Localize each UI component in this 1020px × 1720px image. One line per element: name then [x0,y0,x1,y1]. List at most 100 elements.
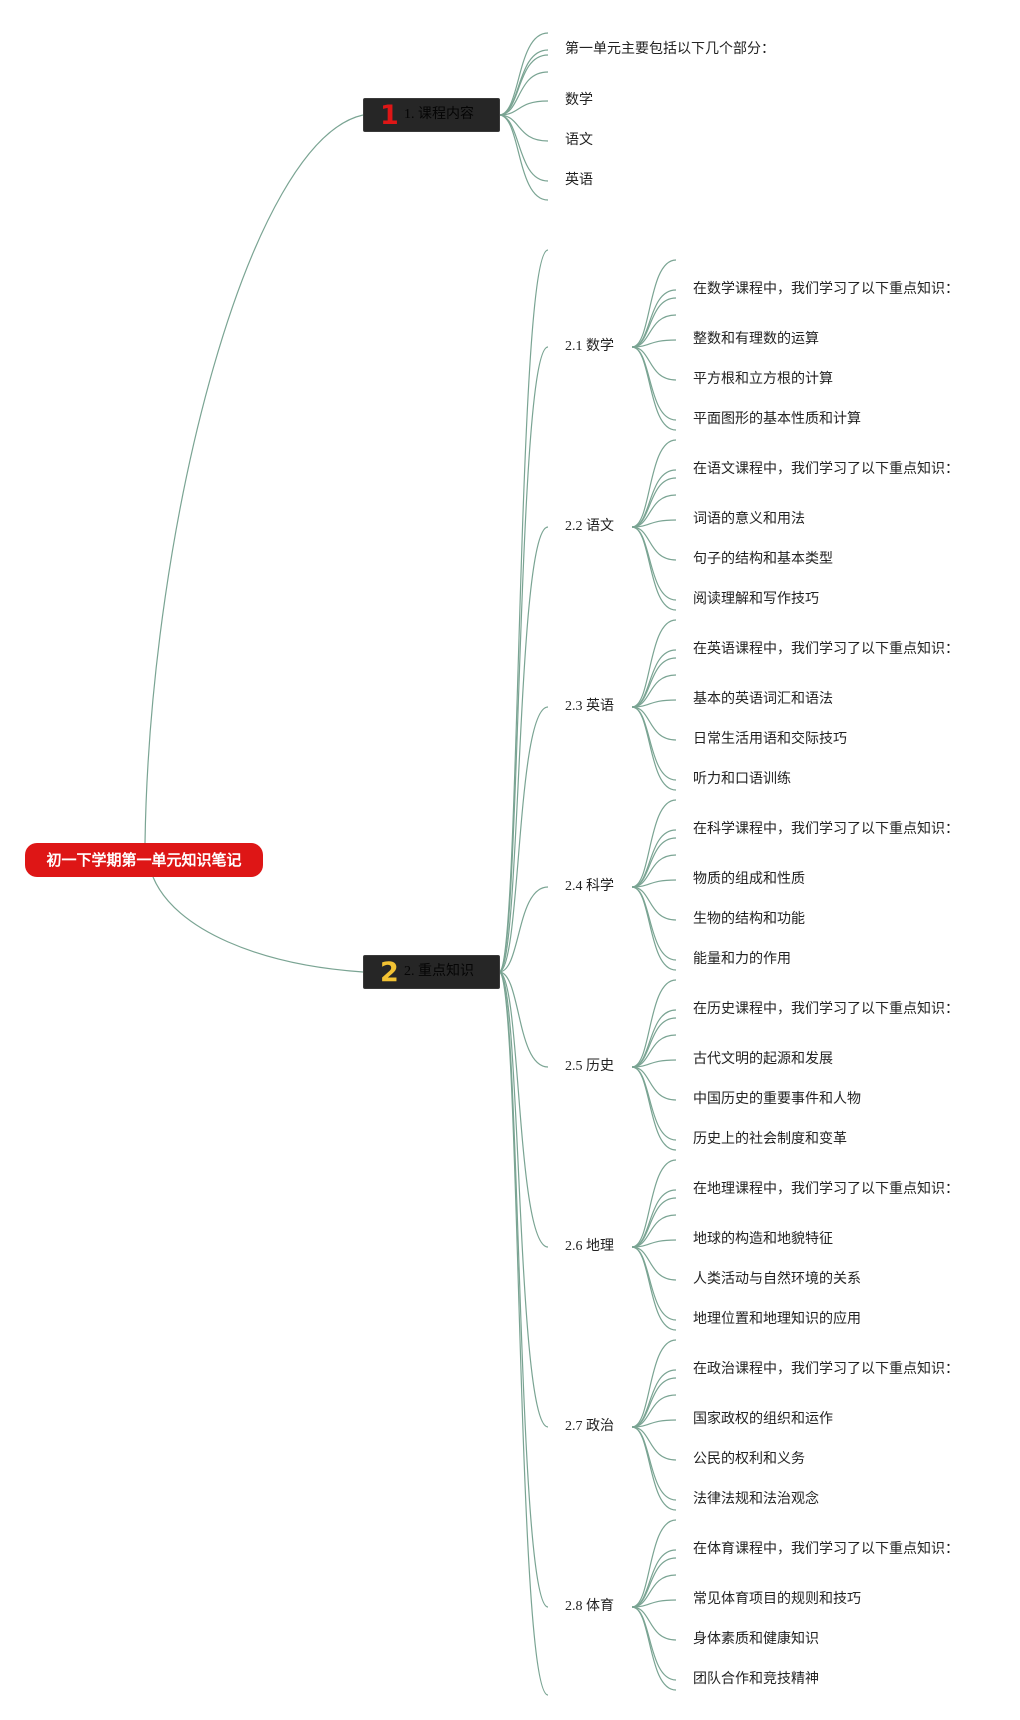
section-link-item [631,1426,677,1501]
knowledge-item[interactable]: 国家政权的组织和运作 [693,1412,833,1427]
course-item[interactable]: 英语 [565,173,593,188]
branch2-link-section [498,526,549,973]
section-fan-line [631,259,677,348]
section-link-item [631,1239,677,1248]
section-intro[interactable]: 在政治课程中，我们学习了以下重点知识： [693,1362,959,1377]
knowledge-item[interactable]: 阅读理解和写作技巧 [693,592,819,607]
branch-node-key-knowledge[interactable]: 2 2. 重点知识 [363,955,500,989]
branch2-link-section [498,971,549,1248]
knowledge-item[interactable]: 词语的意义和用法 [693,512,805,527]
section-node[interactable]: 2.1 数学 [565,339,614,354]
section-fan-line [631,1519,677,1608]
section-fan-line [631,1159,677,1248]
knowledge-item[interactable]: 常见体育项目的规则和技巧 [693,1592,861,1607]
knowledge-item[interactable]: 日常生活用语和交际技巧 [693,732,847,747]
section-fan-line [631,314,677,348]
knowledge-item[interactable]: 句子的结构和基本类型 [693,552,833,567]
section-fan-line [631,1574,677,1608]
knowledge-item[interactable]: 听力和口语训练 [693,772,791,787]
section-link-item [631,346,677,421]
branch-label: 2. 重点知识 [404,964,474,979]
section-fan-line [631,494,677,528]
branch2-link-section [498,346,549,973]
knowledge-item[interactable]: 团队合作和竞技精神 [693,1672,819,1687]
branch1-link-item [498,100,549,116]
branch2-link-section [498,886,549,973]
section-node[interactable]: 2.6 地理 [565,1239,614,1254]
knowledge-item[interactable]: 地球的构造和地貌特征 [693,1232,833,1247]
section-link-item [631,346,677,381]
section-link-item [631,1059,677,1068]
knowledge-item[interactable]: 物质的组成和性质 [693,872,805,887]
section-link-item [631,526,677,561]
knowledge-item[interactable]: 人类活动与自然环境的关系 [693,1272,861,1287]
branch1-fan-line [498,32,549,116]
section-link-item [631,706,677,741]
section-intro[interactable]: 在语文课程中，我们学习了以下重点知识： [693,462,959,477]
knowledge-item[interactable]: 中国历史的重要事件和人物 [693,1092,861,1107]
knowledge-item[interactable]: 古代文明的起源和发展 [693,1052,833,1067]
section-link-item [631,1066,677,1101]
section-link-item [631,339,677,348]
branch2-fan-line [498,971,549,1696]
root-to-branch2-line [152,876,364,973]
section-link-item [631,1419,677,1428]
section-fan-line [631,1339,677,1428]
knowledge-item[interactable]: 法律法规和法治观念 [693,1492,819,1507]
section-fan-line [631,1034,677,1068]
branch2-fan-line [498,249,549,973]
branch2-link-section [498,706,549,973]
knowledge-item[interactable]: 生物的结构和功能 [693,912,805,927]
section-fan-line [631,886,677,971]
section-intro[interactable]: 在英语课程中，我们学习了以下重点知识： [693,642,959,657]
section-fan-line [631,526,677,611]
course-item[interactable]: 语文 [565,133,593,148]
section-link-item [631,1246,677,1321]
knowledge-item[interactable]: 地理位置和地理知识的应用 [693,1312,861,1327]
section-node[interactable]: 2.5 历史 [565,1059,614,1074]
section-link-item [631,886,677,921]
section-fan-line [631,1066,677,1151]
knowledge-item[interactable]: 平方根和立方根的计算 [693,372,833,387]
knowledge-item[interactable]: 身体素质和健康知识 [693,1632,819,1647]
section-fan-line [631,346,677,431]
branch1-fan-line [498,71,549,116]
branch1-fan-line [498,54,549,116]
branch2-link-section [498,971,549,1608]
branch-node-course-content[interactable]: 1 1. 课程内容 [363,98,500,132]
knowledge-item[interactable]: 整数和有理数的运算 [693,332,819,347]
knowledge-item[interactable]: 基本的英语词汇和语法 [693,692,833,707]
knowledge-item[interactable]: 平面图形的基本性质和计算 [693,412,861,427]
course-item[interactable]: 数学 [565,93,593,108]
root-node[interactable]: 初一下学期第一单元知识笔记 [25,843,263,877]
section-link-item [631,526,677,601]
knowledge-item[interactable]: 公民的权利和义务 [693,1452,805,1467]
section-node[interactable]: 2.3 英语 [565,699,614,714]
section-fan-line [631,799,677,888]
section-intro[interactable]: 在地理课程中，我们学习了以下重点知识： [693,1182,959,1197]
section-fan-line [631,1394,677,1428]
section-node[interactable]: 2.2 语文 [565,519,614,534]
section-intro[interactable]: 在体育课程中，我们学习了以下重点知识： [693,1542,959,1557]
section-node[interactable]: 2.4 科学 [565,879,614,894]
section-link-item [631,1599,677,1608]
section-fan-line [631,706,677,791]
section-link-item [631,519,677,528]
section-fan-line [631,674,677,708]
section-node[interactable]: 2.8 体育 [565,1599,614,1614]
section-intro[interactable]: 在科学课程中，我们学习了以下重点知识： [693,822,959,837]
section-node[interactable]: 2.7 政治 [565,1419,614,1434]
knowledge-item[interactable]: 历史上的社会制度和变革 [693,1132,847,1147]
section-fan-line [631,1214,677,1248]
section-link-item [631,699,677,708]
section-intro[interactable]: 在历史课程中，我们学习了以下重点知识： [693,1002,959,1017]
section-link-item [631,1606,677,1641]
section-fan-line [631,854,677,888]
branch1-link-item [498,114,549,142]
intro-text[interactable]: 第一单元主要包括以下几个部分： [565,42,775,57]
section-intro[interactable]: 在数学课程中，我们学习了以下重点知识： [693,282,959,297]
section-link-item [631,706,677,781]
knowledge-item[interactable]: 能量和力的作用 [693,952,791,967]
section-link-item [631,1066,677,1141]
